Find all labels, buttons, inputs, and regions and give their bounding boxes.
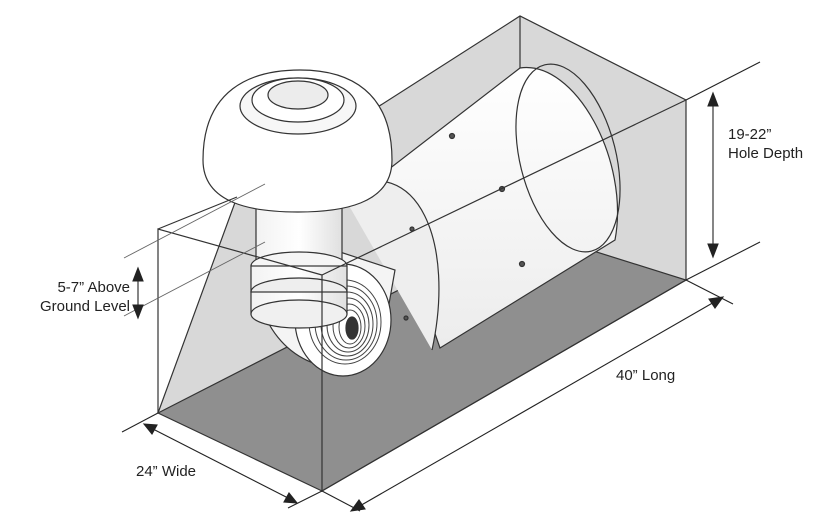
- riser-pipe: [250, 195, 348, 329]
- hole-box-front: [157, 99, 687, 493]
- hole-depth-label: 19-22” Hole Depth: [728, 125, 803, 163]
- above-ground-value: 5-7” Above: [57, 279, 130, 296]
- width-label: 24” Wide: [136, 463, 197, 480]
- above-ground-dimension: [132, 266, 144, 320]
- above-ground-label: 5-7” Above Ground Level: [10, 278, 130, 316]
- tank-body: [339, 63, 621, 351]
- above-ground-text: Ground Level: [39, 298, 130, 315]
- hole-depth-value: 19-22”: [728, 126, 772, 143]
- length-dimension: [321, 279, 734, 512]
- hole-depth-text: Hole Depth: [728, 145, 804, 162]
- mushroom-cap: [202, 69, 393, 213]
- ground-level-lines: [123, 183, 266, 317]
- width-dimension: [121, 412, 323, 509]
- hole-depth-dimension: [685, 61, 761, 281]
- length-label: 40” Long: [616, 367, 676, 384]
